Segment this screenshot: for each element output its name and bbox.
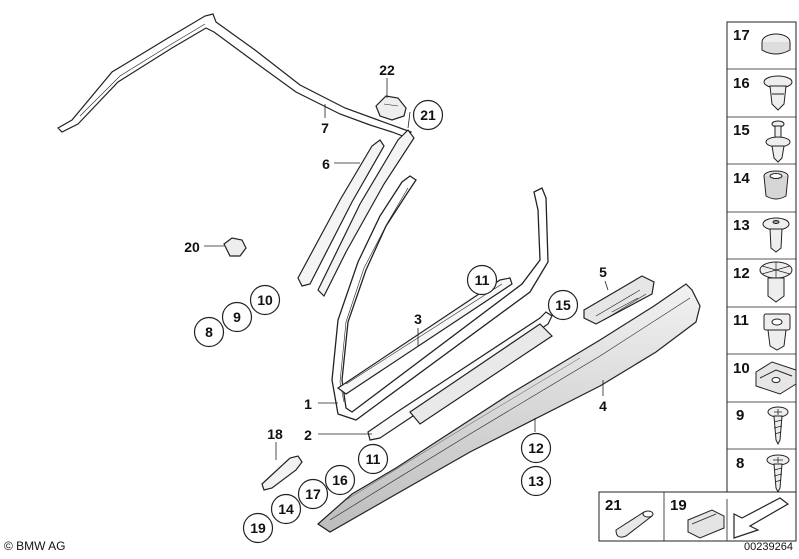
svg-text:10: 10	[257, 292, 273, 308]
part-19-clip	[687, 509, 725, 539]
callout-10[interactable]: 10	[249, 284, 281, 316]
callout-17[interactable]: 17	[297, 478, 329, 510]
part-12-expansion-clip	[759, 261, 793, 303]
trim-piece-18	[261, 455, 303, 491]
side-label-14: 14	[733, 170, 750, 187]
callout-13[interactable]: 13	[520, 465, 552, 497]
door-sill-cover	[367, 311, 553, 441]
callout-19[interactable]: 19	[242, 512, 274, 544]
svg-text:15: 15	[555, 297, 571, 313]
callout-6[interactable]: 6	[322, 156, 330, 172]
door-frame-seal	[331, 175, 549, 421]
callout-11-bottom[interactable]: 11	[357, 443, 389, 475]
side-skirt	[317, 283, 701, 533]
part-9-screw	[767, 406, 789, 446]
side-label-10: 10	[733, 360, 750, 377]
copyright-notice: © BMW AG	[4, 539, 66, 553]
part-15-push-pin	[765, 120, 791, 163]
clip-22	[375, 95, 407, 121]
svg-text:11: 11	[475, 272, 490, 288]
bottom-parts-panel: 21 19	[598, 491, 797, 542]
side-label-12: 12	[733, 265, 750, 282]
callout-8[interactable]: 8	[193, 316, 225, 348]
side-parts-panel: 17 16 15 14 13 12 11 10 9 8	[726, 21, 797, 500]
part-16-clip	[763, 75, 793, 111]
svg-text:17: 17	[305, 486, 321, 502]
callout-15[interactable]: 15	[547, 289, 579, 321]
svg-text:11: 11	[366, 451, 381, 467]
side-label-16: 16	[733, 75, 750, 92]
callout-12[interactable]: 12	[520, 432, 552, 464]
part-8-screw	[766, 454, 790, 494]
callout-18[interactable]: 18	[267, 426, 283, 442]
part-10-u-nut	[755, 361, 797, 395]
svg-text:21: 21	[420, 107, 436, 123]
callout-9[interactable]: 9	[221, 301, 253, 333]
svg-text:9: 9	[233, 309, 241, 325]
diagram-number: 00239264	[744, 541, 793, 553]
direction-arrow-icon	[733, 497, 790, 539]
svg-text:19: 19	[250, 520, 266, 536]
callout-4[interactable]: 4	[599, 398, 607, 414]
svg-text:13: 13	[528, 473, 544, 489]
callout-3[interactable]: 3	[414, 311, 422, 327]
svg-text:8: 8	[205, 324, 213, 340]
callout-16[interactable]: 16	[324, 464, 356, 496]
side-label-17: 17	[733, 27, 750, 44]
side-label-13: 13	[733, 217, 750, 234]
part-13-rivet	[762, 217, 790, 253]
part-21-plug	[615, 510, 654, 538]
leader-lines	[204, 78, 609, 460]
bottom-label-21: 21	[605, 497, 622, 514]
callout-2[interactable]: 2	[304, 427, 312, 443]
svg-text:16: 16	[332, 472, 348, 488]
callout-1[interactable]: 1	[304, 396, 312, 412]
part-11-nut-clip	[763, 313, 791, 351]
callout-7[interactable]: 7	[321, 120, 329, 136]
side-label-11: 11	[733, 312, 749, 329]
part-17-cap	[761, 33, 791, 55]
side-label-8: 8	[736, 455, 744, 472]
cap-20	[223, 237, 247, 257]
svg-text:14: 14	[278, 501, 294, 517]
a-pillar-trim	[297, 129, 415, 298]
bottom-label-19: 19	[670, 497, 687, 514]
entrance-trim-strip	[336, 277, 513, 395]
side-label-9: 9	[736, 407, 744, 424]
bracket	[583, 275, 655, 325]
callout-14[interactable]: 14	[270, 493, 302, 525]
callout-21[interactable]: 21	[412, 99, 444, 131]
callout-11-top[interactable]: 11	[466, 264, 498, 296]
callout-5[interactable]: 5	[599, 264, 607, 280]
svg-text:12: 12	[528, 440, 544, 456]
callout-20[interactable]: 20	[184, 239, 200, 255]
part-14-grommet	[763, 170, 789, 200]
windshield-frame-trim	[57, 13, 412, 139]
callout-22[interactable]: 22	[379, 62, 395, 78]
side-label-15: 15	[733, 122, 750, 139]
